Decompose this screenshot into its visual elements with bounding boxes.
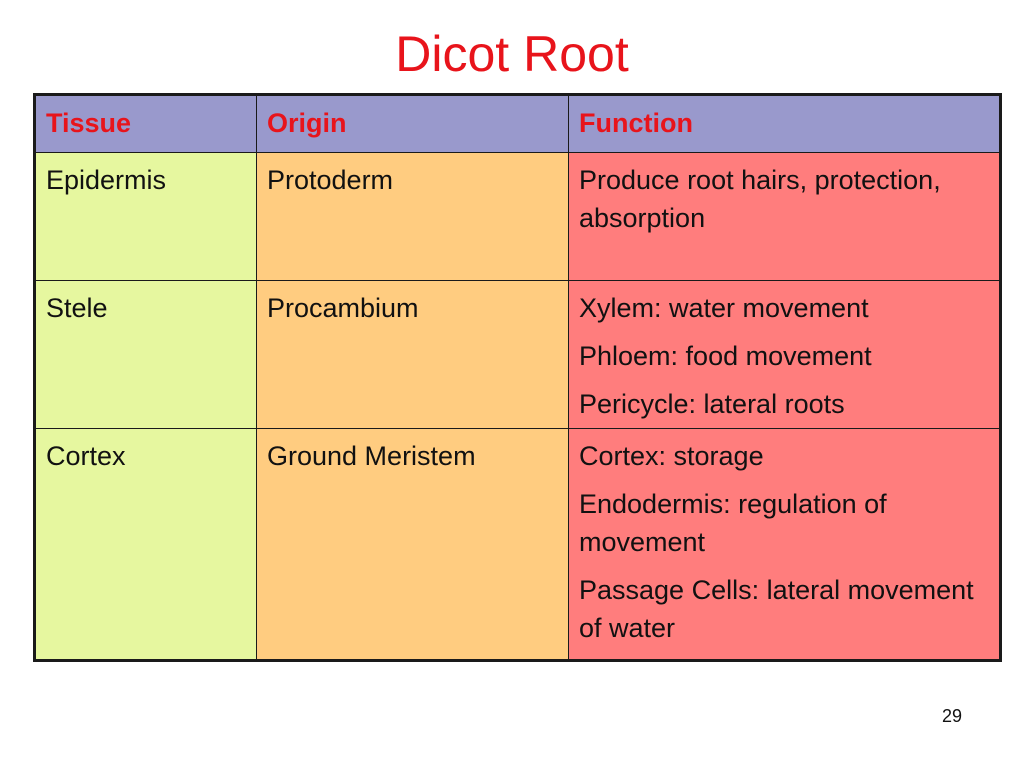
function-line: Passage Cells: lateral movement of water bbox=[579, 575, 974, 643]
slide-title: Dicot Root bbox=[395, 26, 629, 82]
origin-cell: Procambium bbox=[256, 280, 569, 429]
function-line: Produce root hairs, protection, absorpti… bbox=[579, 165, 941, 233]
header-function: Function bbox=[568, 94, 1001, 153]
function-cell: Xylem: water movement Phloem: food movem… bbox=[568, 280, 1001, 429]
header-origin: Origin bbox=[256, 94, 569, 153]
table-header-row: Tissue Origin Function bbox=[34, 94, 1001, 153]
origin-cell: Protoderm bbox=[256, 152, 569, 281]
tissue-table: Tissue Origin Function Epidermis Protode… bbox=[33, 93, 1002, 662]
function-line: Cortex: storage bbox=[579, 441, 764, 471]
function-line: Xylem: water movement bbox=[579, 293, 869, 323]
function-line: Phloem: food movement bbox=[579, 341, 872, 371]
table-row: Stele Procambium Xylem: water movement P… bbox=[34, 280, 1001, 429]
function-line: Endodermis: regulation of movement bbox=[579, 489, 887, 557]
header-tissue: Tissue bbox=[34, 94, 257, 153]
function-cell: Produce root hairs, protection, absorpti… bbox=[568, 152, 1001, 281]
function-line: Pericycle: lateral roots bbox=[579, 389, 845, 419]
table-row: Epidermis Protoderm Produce root hairs, … bbox=[34, 152, 1001, 281]
function-cell: Cortex: storage Endodermis: regulation o… bbox=[568, 428, 1001, 661]
origin-cell: Ground Meristem bbox=[256, 428, 569, 661]
tissue-cell: Cortex bbox=[34, 428, 257, 661]
tissue-cell: Epidermis bbox=[34, 152, 257, 281]
tissue-cell: Stele bbox=[34, 280, 257, 429]
page-number: 29 bbox=[941, 706, 962, 726]
table-row: Cortex Ground Meristem Cortex: storage E… bbox=[34, 428, 1001, 661]
